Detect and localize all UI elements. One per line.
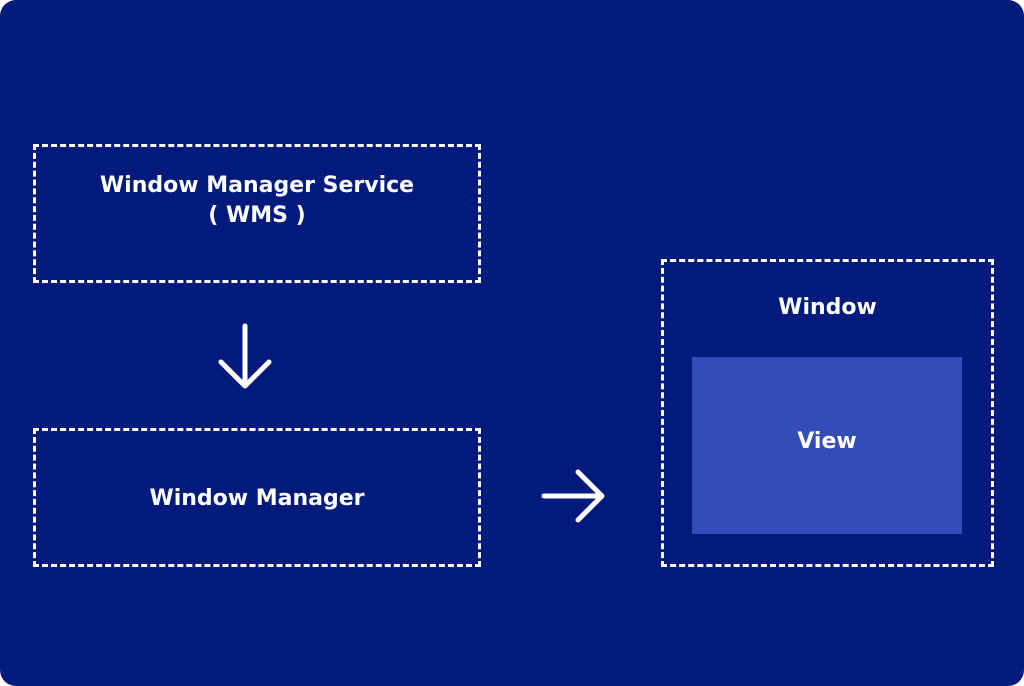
window-title: Window [778,295,877,320]
window-manager-box [33,428,481,567]
wms-title-line1: Window Manager Service [99,173,415,198]
view-title: View [797,429,857,454]
window-manager-title: Window Manager [149,486,365,511]
window-box [661,259,994,567]
wms-title-line2: ( WMS ) [208,203,306,228]
arrow-down-icon [218,323,272,389]
wms-box [33,144,481,283]
arrow-right-icon [541,469,605,523]
view-panel [692,357,962,534]
